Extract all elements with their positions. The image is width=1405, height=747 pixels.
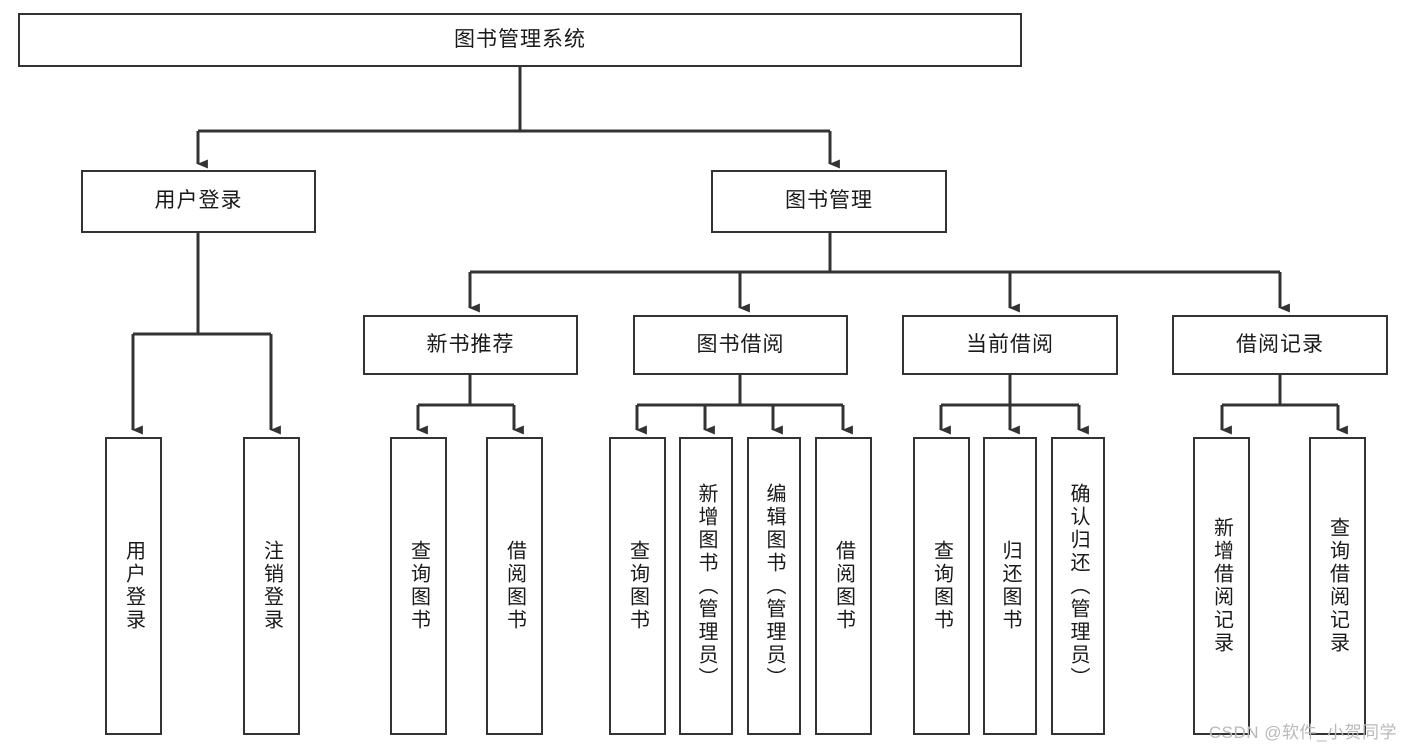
node-user-login-label: 用户登录 <box>154 189 243 213</box>
leaf-query-book-1-label: 查询图书 <box>407 540 430 632</box>
node-new-book-recommend-label: 新书推荐 <box>426 332 515 356</box>
leaf-edit-book-admin-label: 编辑图书（管理员） <box>763 482 785 690</box>
node-borrow-record[interactable]: 借阅记录 <box>1172 315 1388 375</box>
node-new-book-recommend[interactable]: 新书推荐 <box>363 315 578 375</box>
node-current-borrow[interactable]: 当前借阅 <box>902 315 1118 375</box>
leaf-user-login-label: 用户登录 <box>122 540 145 632</box>
leaf-query-book-2[interactable]: 查询图书 <box>609 437 666 735</box>
leaf-borrow-book-1-label: 借阅图书 <box>503 540 526 632</box>
node-root[interactable]: 图书管理系统 <box>18 13 1022 67</box>
node-borrow-record-label: 借阅记录 <box>1236 332 1324 356</box>
leaf-confirm-return-admin[interactable]: 确认归还（管理员） <box>1051 437 1105 735</box>
node-book-management-label: 图书管理 <box>785 189 873 213</box>
leaf-borrow-book-2[interactable]: 借阅图书 <box>815 437 872 735</box>
leaf-user-login[interactable]: 用户登录 <box>105 437 162 735</box>
leaf-borrow-book-2-label: 借阅图书 <box>832 540 855 632</box>
node-book-borrow[interactable]: 图书借阅 <box>633 315 848 375</box>
leaf-add-book-admin[interactable]: 新增图书（管理员） <box>679 437 733 735</box>
node-root-label: 图书管理系统 <box>454 27 586 51</box>
leaf-add-borrow-record[interactable]: 新增借阅记录 <box>1193 437 1250 735</box>
leaf-confirm-return-admin-label: 确认归还（管理员） <box>1067 482 1089 690</box>
node-current-borrow-label: 当前借阅 <box>966 332 1054 356</box>
leaf-query-book-1[interactable]: 查询图书 <box>390 437 447 735</box>
csdn-watermark: CSDN @软件_小贺同学 <box>1208 723 1397 742</box>
leaf-borrow-book-1[interactable]: 借阅图书 <box>486 437 543 735</box>
leaf-return-book[interactable]: 归还图书 <box>983 437 1037 735</box>
leaf-add-book-admin-label: 新增图书（管理员） <box>695 482 717 690</box>
leaf-add-borrow-record-label: 新增借阅记录 <box>1210 517 1233 655</box>
leaf-query-book-3-label: 查询图书 <box>930 540 953 632</box>
leaf-edit-book-admin[interactable]: 编辑图书（管理员） <box>747 437 801 735</box>
leaf-logout[interactable]: 注销登录 <box>243 437 300 735</box>
node-user-login[interactable]: 用户登录 <box>81 170 316 233</box>
leaf-return-book-label: 归还图书 <box>999 540 1021 632</box>
leaf-query-book-3[interactable]: 查询图书 <box>913 437 970 735</box>
node-book-management[interactable]: 图书管理 <box>711 170 947 233</box>
leaf-query-borrow-record[interactable]: 查询借阅记录 <box>1309 437 1366 735</box>
leaf-query-borrow-record-label: 查询借阅记录 <box>1326 517 1349 655</box>
leaf-query-book-2-label: 查询图书 <box>626 540 649 632</box>
leaf-logout-label: 注销登录 <box>260 540 283 632</box>
node-book-borrow-label: 图书借阅 <box>696 332 785 356</box>
